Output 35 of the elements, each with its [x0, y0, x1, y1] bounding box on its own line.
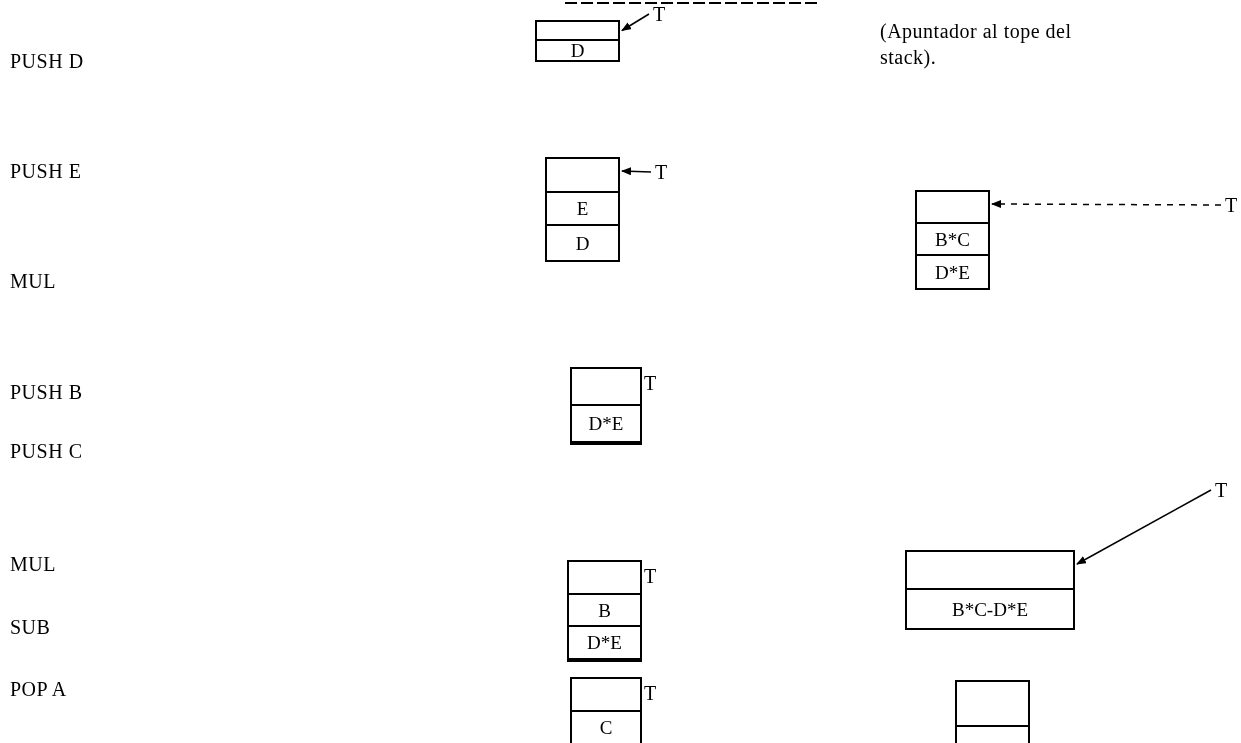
stack-drawing	[905, 550, 1075, 630]
stack-cell: D	[547, 226, 618, 260]
instruction-text: PUSH E	[10, 159, 83, 184]
pointer-label: T	[644, 683, 657, 703]
stack-cell: B*C	[917, 224, 988, 257]
instruction-text: PUSH C	[10, 439, 84, 464]
pointer-arrow	[1076, 489, 1212, 565]
stack-cell: D*E	[572, 406, 640, 443]
instruction-text: PUSH B	[10, 380, 84, 405]
stack-cell: E	[547, 192, 618, 227]
pointer-arrow	[621, 13, 650, 32]
pointer-arrow	[621, 167, 652, 176]
pointer-arrow	[991, 200, 1222, 209]
stack-drawing	[545, 157, 620, 262]
instruction-text: PUSH D	[10, 49, 85, 74]
stack-drawing	[535, 20, 620, 62]
stack-cell: B	[569, 594, 640, 628]
pointer-label: T	[644, 566, 657, 586]
stack-cell: D	[537, 41, 618, 60]
instruction-text: POP A	[10, 677, 68, 702]
pointer-label: T	[650, 2, 668, 26]
instruction-text: MUL	[10, 269, 57, 294]
stack-cell: D*E	[917, 256, 988, 288]
stack-cell: C	[572, 712, 640, 743]
stack-drawing	[915, 190, 990, 290]
instruction-text: SUB	[10, 615, 52, 640]
instruction-text: MUL	[10, 552, 57, 577]
note-text: (Apuntador al tope del stack).	[880, 19, 1073, 70]
pointer-label: T	[652, 160, 670, 184]
stack-cell: D*E	[569, 627, 640, 660]
pointer-label: T	[644, 373, 657, 393]
stack-cell: B*C-D*E	[907, 590, 1073, 628]
pointer-label: T	[1212, 478, 1230, 502]
stack-drawing	[955, 680, 1030, 743]
pointer-label: T	[1222, 193, 1240, 217]
